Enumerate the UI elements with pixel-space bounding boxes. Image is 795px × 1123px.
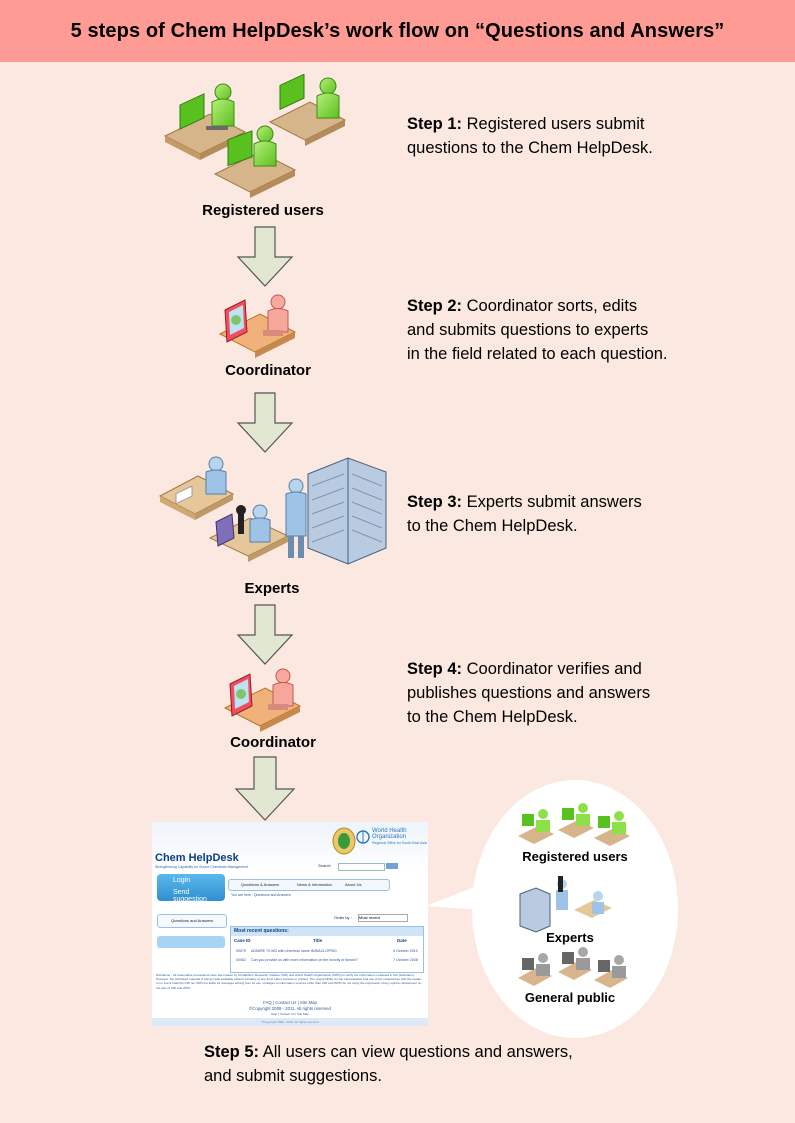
step-3-text: Step 3: Experts submit answers to the Ch… <box>407 490 642 538</box>
questions-answers-button[interactable]: Questions and Answers <box>157 914 227 928</box>
step-4-text: Step 4: Coordinator verifies and publish… <box>407 657 650 729</box>
registered-users-illustration <box>163 74 347 198</box>
footer-small-links[interactable]: Help | Contact Us | Site Map <box>271 1012 309 1016</box>
bubble-general-public-label: General public <box>524 990 616 1005</box>
thai-emblem-icon <box>332 827 356 855</box>
search-label: Search <box>318 863 331 868</box>
login-link[interactable]: Login <box>173 877 191 884</box>
who-subtitle: Regional Office for South-East Asia <box>372 841 427 845</box>
expert-archive <box>285 457 387 565</box>
step-5-head: Step 5: <box>204 1043 260 1061</box>
bubble-registered-users-icon <box>518 803 630 846</box>
diagram-title: 5 steps of Chem HelpDesk’s work flow on … <box>70 19 725 42</box>
step-5-line-2: and submit suggestions. <box>204 1067 382 1085</box>
user-workstation-3 <box>213 125 297 198</box>
footer-links[interactable]: FAQ | Contact Us | Site Map <box>263 1000 317 1005</box>
bubble-experts-icon <box>519 876 612 933</box>
step-4-line-2: publishes questions and answers <box>407 684 651 702</box>
row-title[interactable]: Can you provide us with more information… <box>251 958 358 962</box>
questions-table: Most recent questions: Case ID Title Dat… <box>230 926 424 973</box>
table-title: Most recent questions: <box>231 927 423 936</box>
experts-illustration <box>158 456 387 565</box>
title-banner: 5 steps of Chem HelpDesk’s work flow on … <box>0 0 795 62</box>
step-2-text: Step 2: Coordinator sorts, edits and sub… <box>407 294 668 366</box>
step-4-line-3: to the Chem HelpDesk. <box>407 708 578 726</box>
nav-questions-answers[interactable]: Questions & Answers <box>241 882 280 887</box>
table-header: Case ID Title Date <box>231 938 423 946</box>
step-3-line-1: Experts submit answers <box>462 493 642 511</box>
breadcrumb: You are here : Questions and Answers <box>231 893 291 897</box>
coordinator-illustration-2 <box>223 668 302 732</box>
row-date: 5 October 2010 <box>393 949 418 953</box>
site-footer: FAQ | Contact Us | Site Map ©Copyright 2… <box>152 1000 428 1016</box>
side-panel: Login Send suggestion <box>157 874 225 903</box>
registered-users-label: Registered users <box>202 202 324 219</box>
order-by-select[interactable]: Most recent <box>358 914 408 922</box>
row-date: 7 October 2008 <box>393 958 418 962</box>
footer-band: ©Copyright 2008 - 2010. All rights reser… <box>152 1018 428 1026</box>
flow-arrow-1 <box>236 226 294 287</box>
disclaimer-text: Disclaimer : All reasonable precautions … <box>156 973 422 990</box>
side-banner[interactable] <box>157 936 225 948</box>
who-title-text: World Health Organization <box>372 828 407 840</box>
chem-helpdesk-website-screenshot: Chem HelpDesk Strengthening Capability f… <box>152 822 428 1026</box>
bubble-registered-users-label: Registered users <box>522 849 628 864</box>
table-row[interactable]: 00079 ADMIRE 70 WG with chemical name IM… <box>231 949 423 956</box>
step-1-line-2: questions to the Chem HelpDesk. <box>407 139 653 157</box>
row-case-id: 00079 <box>236 949 246 953</box>
site-tagline: Strengthening Capability for Sound Chemi… <box>155 865 248 869</box>
step-4-head: Step 4: <box>407 660 463 678</box>
bubble-experts-label: Experts <box>546 930 594 945</box>
step-4-line-1: Coordinator verifies and <box>462 660 642 678</box>
search-button[interactable] <box>386 863 398 869</box>
user-workstation-2 <box>268 74 347 146</box>
col-date: Date <box>397 938 407 943</box>
footer-copyright: ©Copyright 2008 - 2011. All rights reser… <box>249 1006 331 1011</box>
step-5-line-1: All users can view questions and answers… <box>259 1043 573 1061</box>
site-brand: Chem HelpDesk <box>155 852 239 864</box>
experts-label: Experts <box>244 580 300 597</box>
order-by-label: Order by : <box>334 915 352 920</box>
expert-microscope <box>208 504 290 562</box>
flow-arrow-2 <box>236 392 294 453</box>
bubble-general-public-icon <box>518 947 628 988</box>
bubble-pointer <box>426 884 482 910</box>
col-title: Title <box>313 938 323 943</box>
flow-arrow-3 <box>236 604 294 665</box>
step-2-line-2: and submits questions to experts <box>407 321 649 339</box>
coordinator-label-2: Coordinator <box>230 734 316 751</box>
step-1-text: Step 1: Registered users submit question… <box>407 112 653 160</box>
user-workstation-1 <box>163 83 247 160</box>
coordinator-label-1: Coordinator <box>225 362 311 379</box>
who-logo-icon <box>356 830 370 844</box>
table-row[interactable]: 00062 Can you provide us with more infor… <box>231 958 423 965</box>
coordinator-illustration-1 <box>218 294 297 358</box>
step-2-head: Step 2: <box>407 297 463 315</box>
step-1-line-1: Registered users submit <box>462 115 645 133</box>
who-title: World Health Organization Regional Offic… <box>372 828 428 846</box>
expert-desk <box>158 456 235 520</box>
step-2-line-3: in the field related to each question. <box>407 345 668 363</box>
step-3-head: Step 3: <box>407 493 463 511</box>
row-case-id: 00062 <box>236 958 246 962</box>
step-1-head: Step 1: <box>407 115 463 133</box>
nav-news-information[interactable]: News & Information <box>297 882 332 887</box>
row-title[interactable]: ADMIRE 70 WG with chemical name IMIDACLO… <box>251 949 337 953</box>
flow-arrow-4 <box>234 756 296 821</box>
step-2-line-1: Coordinator sorts, edits <box>462 297 638 315</box>
step-3-line-2: to the Chem HelpDesk. <box>407 517 578 535</box>
step-5-text: Step 5: All users can view questions and… <box>204 1040 573 1088</box>
send-suggestion-link[interactable]: Send suggestion <box>173 889 207 903</box>
col-case-id: Case ID <box>234 938 251 943</box>
users-bubble <box>472 780 678 1038</box>
nav-about-us[interactable]: About Us <box>345 882 362 887</box>
search-input[interactable] <box>338 863 385 871</box>
site-nav: Questions & Answers News & Information A… <box>228 879 390 891</box>
